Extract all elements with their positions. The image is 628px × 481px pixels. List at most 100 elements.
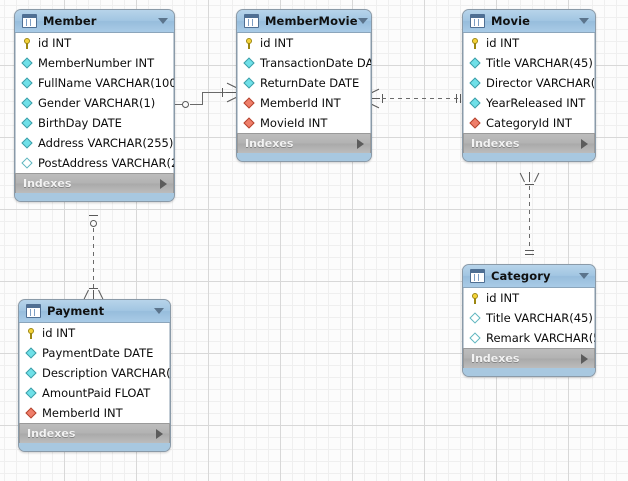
column-label: MemberId INT [42,406,123,420]
cardinality-one-marker [222,88,223,97]
column-label: ReturnDate DATE [260,76,360,90]
indexes-section[interactable]: Indexes [15,173,174,193]
table-member[interactable]: Member id INT MemberNumber INT FullName … [14,9,175,202]
diamond-icon [21,78,35,89]
chevron-right-icon[interactable] [581,138,588,149]
table-row[interactable]: Title VARCHAR(45) [464,308,594,328]
table-row[interactable]: id INT [464,288,594,308]
column-label: Title VARCHAR(45) [486,56,593,70]
table-row[interactable]: id INT [238,33,370,53]
chevron-right-icon[interactable] [156,428,163,439]
cardinality-one-marker [525,184,534,185]
key-icon [243,37,257,49]
chevron-down-icon[interactable] [579,273,589,279]
chevron-down-icon[interactable] [579,18,589,24]
column-label: AmountPaid FLOAT [42,386,151,400]
table-footer [463,153,595,161]
cardinality-zero-marker [182,101,189,108]
key-icon [469,292,483,304]
table-row[interactable]: TransactionDate DATE [238,53,371,73]
table-row[interactable]: BirthDay DATE [16,113,173,133]
diamond-red-icon [25,408,39,419]
table-row[interactable]: MemberId INT [20,403,169,423]
cardinality-zero-marker [90,220,97,227]
column-list: id INT TransactionDate DATE ReturnDate D… [237,33,371,133]
table-icon [470,14,485,28]
cardinality-one-marker [456,94,457,103]
chevron-right-icon[interactable] [160,178,167,189]
table-row[interactable]: MemberNumber INT [16,53,173,73]
diamond-red-icon [469,118,483,129]
column-list: id INT PaymentDate DATE Description VARC… [19,323,170,423]
table-row[interactable]: YearReleased INT [464,93,594,113]
table-row[interactable]: MovieId INT [238,113,370,133]
table-header[interactable]: MemberMovie [237,10,371,33]
chevron-right-icon[interactable] [581,353,588,364]
table-row[interactable]: Gender VARCHAR(1) [16,93,173,113]
table-membermovie[interactable]: MemberMovie id INT TransactionDate DATE … [236,9,372,162]
diamond-icon [21,98,35,109]
indexes-section[interactable]: Indexes [19,423,170,443]
table-row[interactable]: Address VARCHAR(255) [16,133,173,153]
table-row[interactable]: id INT [464,33,594,53]
column-label: MemberId INT [260,96,341,110]
chevron-right-icon[interactable] [357,138,364,149]
column-label: CategoryId INT [486,116,572,130]
table-row[interactable]: MemberId INT [238,93,370,113]
table-row[interactable]: Description VARCHAR(100) [20,363,171,383]
column-label: Description VARCHAR(100) [42,366,171,380]
chevron-down-icon[interactable] [158,18,168,24]
table-row[interactable]: Director VARCHAR(45) [464,73,595,93]
diamond-icon [469,78,483,89]
table-row[interactable]: CategoryId INT [464,113,594,133]
connector-segment [382,98,458,99]
table-header[interactable]: Member [15,10,174,33]
column-label: Remark VARCHAR(500) [486,331,595,345]
indexes-section[interactable]: Indexes [237,133,371,153]
cardinality-one-marker [89,288,98,289]
diamond-red-icon [243,118,257,129]
diamond-icon [25,348,39,359]
table-row[interactable]: Remark VARCHAR(500) [464,328,595,348]
table-row[interactable]: id INT [20,323,169,343]
diamond-hollow-icon [469,333,483,344]
connector-segment [93,228,94,291]
table-payment[interactable]: Payment id INT PaymentDate DATE Descript… [18,299,171,452]
table-row[interactable]: PaymentDate DATE [20,343,169,363]
column-label: id INT [486,36,520,50]
diamond-icon [25,388,39,399]
column-label: Gender VARCHAR(1) [38,96,156,110]
diamond-icon [21,118,35,129]
diamond-icon [243,78,257,89]
connector-segment [202,92,203,105]
column-label: FullName VARCHAR(100) [38,76,175,90]
diamond-icon [21,58,35,69]
table-header[interactable]: Movie [463,10,595,33]
cardinality-one-marker [525,250,534,251]
table-movie[interactable]: Movie id INT Title VARCHAR(45) Director … [462,9,596,162]
table-footer [463,368,595,376]
cardinality-many-marker [369,88,380,109]
chevron-down-icon[interactable] [154,308,164,314]
table-row[interactable]: FullName VARCHAR(100) [16,73,175,93]
indexes-label: Indexes [245,137,294,150]
table-header[interactable]: Payment [19,300,170,323]
table-row[interactable]: PostAddress VARCHAR(255) [16,153,174,173]
cardinality-one-marker [525,254,534,255]
diamond-icon [469,98,483,109]
indexes-label: Indexes [27,427,76,440]
chevron-down-icon[interactable] [357,18,368,24]
table-category[interactable]: Category id INT Title VARCHAR(45) Remark… [462,264,596,377]
column-label: PostAddress VARCHAR(255) [38,156,174,170]
connector-segment [175,104,182,105]
table-row[interactable]: AmountPaid FLOAT [20,383,169,403]
column-label: id INT [42,326,76,340]
table-header[interactable]: Category [463,265,595,288]
diamond-icon [25,368,39,379]
indexes-section[interactable]: Indexes [463,133,595,153]
table-row[interactable]: ReturnDate DATE [238,73,370,93]
indexes-section[interactable]: Indexes [463,348,595,368]
table-row[interactable]: Title VARCHAR(45) [464,53,594,73]
table-row[interactable]: id INT [16,33,173,53]
